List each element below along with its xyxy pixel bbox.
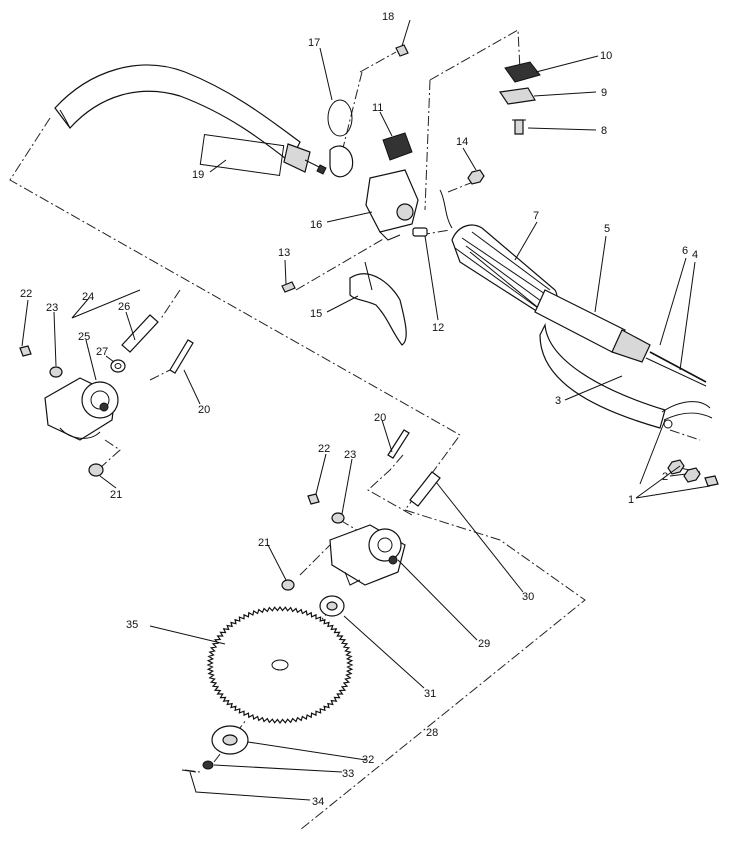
callout-21-center: 21 xyxy=(258,537,270,549)
callout-21-left: 21 xyxy=(110,489,122,501)
assembly-lines xyxy=(9,29,701,831)
callout-9: 9 xyxy=(601,87,607,99)
callout-2: 2 xyxy=(662,471,668,483)
callout-25: 25 xyxy=(78,331,90,343)
callout-3: 3 xyxy=(555,395,561,407)
callout-17: 17 xyxy=(308,37,320,49)
callout-26: 26 xyxy=(118,301,130,313)
callout-22-left: 22 xyxy=(20,288,32,300)
callout-34: 34 xyxy=(312,796,324,808)
callout-29: 29 xyxy=(478,638,490,650)
callout-11: 11 xyxy=(372,102,383,114)
callout-19: 19 xyxy=(192,169,204,181)
callout-20-left: 20 xyxy=(198,404,210,416)
upper-handle-assembly xyxy=(54,44,541,346)
callout-22-center: 22 xyxy=(318,443,330,455)
callout-6: 6 xyxy=(682,245,688,257)
callout-labels: 1 2 3 4 5 6 7 8 9 10 11 12 13 14 15 16 1… xyxy=(20,11,698,808)
callout-30: 30 xyxy=(522,591,534,603)
callout-35: 35 xyxy=(126,619,138,631)
callout-33: 33 xyxy=(342,768,354,780)
callout-8: 8 xyxy=(601,125,607,137)
callout-24: 24 xyxy=(82,291,94,303)
callout-5: 5 xyxy=(604,223,610,235)
grip-and-tube xyxy=(451,224,719,487)
callout-7: 7 xyxy=(533,210,539,222)
callout-15: 15 xyxy=(310,308,322,320)
callout-4: 4 xyxy=(692,249,698,261)
callout-20-center: 20 xyxy=(374,412,386,424)
motor-assembly-left xyxy=(19,314,194,477)
callout-28: 28 xyxy=(426,727,438,739)
callout-27: 27 xyxy=(96,346,108,358)
callout-14: 14 xyxy=(456,136,468,148)
callout-16: 16 xyxy=(310,219,322,231)
callout-23-left: 23 xyxy=(46,302,58,314)
callout-10: 10 xyxy=(600,50,612,62)
motor-assembly-center xyxy=(281,429,441,617)
callout-31: 31 xyxy=(424,688,436,700)
callout-18: 18 xyxy=(382,11,394,23)
leader-lines xyxy=(21,19,711,801)
saw-blade xyxy=(181,605,354,773)
callout-23-center: 23 xyxy=(344,449,356,461)
callout-13: 13 xyxy=(278,247,290,259)
callout-12: 12 xyxy=(432,322,444,334)
ring-pin xyxy=(327,99,353,137)
callout-1: 1 xyxy=(628,494,634,506)
callout-32: 32 xyxy=(362,754,374,766)
